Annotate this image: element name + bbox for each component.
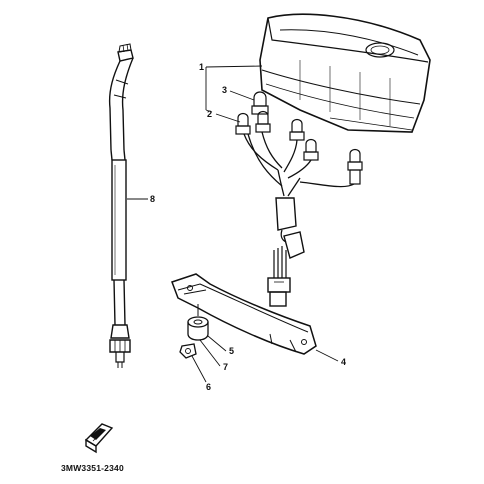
wire-harness: [243, 131, 355, 307]
bulb-sockets: [235, 91, 363, 185]
leader-lines: [127, 65, 339, 383]
bulb-socket-6: [347, 148, 363, 185]
callout-2: 2: [207, 109, 212, 119]
bulb-socket-3: [255, 110, 271, 133]
callout-3: 3: [222, 85, 227, 95]
bulb-socket-5: [303, 138, 319, 161]
callouts: 1 2 3 4 5 6 7 8: [150, 62, 346, 392]
nut: [179, 343, 197, 359]
bulb-socket-4: [289, 118, 305, 141]
meter-bracket: [171, 273, 317, 355]
callout-4: 4: [341, 357, 346, 367]
speedometer-housing: [259, 13, 431, 133]
speedometer-cable: [108, 43, 134, 368]
publisher-logo: [84, 423, 114, 454]
callout-7: 7: [223, 362, 228, 372]
callout-8: 8: [150, 194, 155, 204]
callout-1: 1: [199, 62, 204, 72]
part-code: 3MW3351-2340: [61, 463, 124, 473]
damper: [187, 316, 209, 341]
callout-6: 6: [206, 382, 211, 392]
bulb-socket-1: [251, 91, 269, 115]
bulb-socket-2: [235, 112, 251, 135]
callout-5: 5: [229, 346, 234, 356]
